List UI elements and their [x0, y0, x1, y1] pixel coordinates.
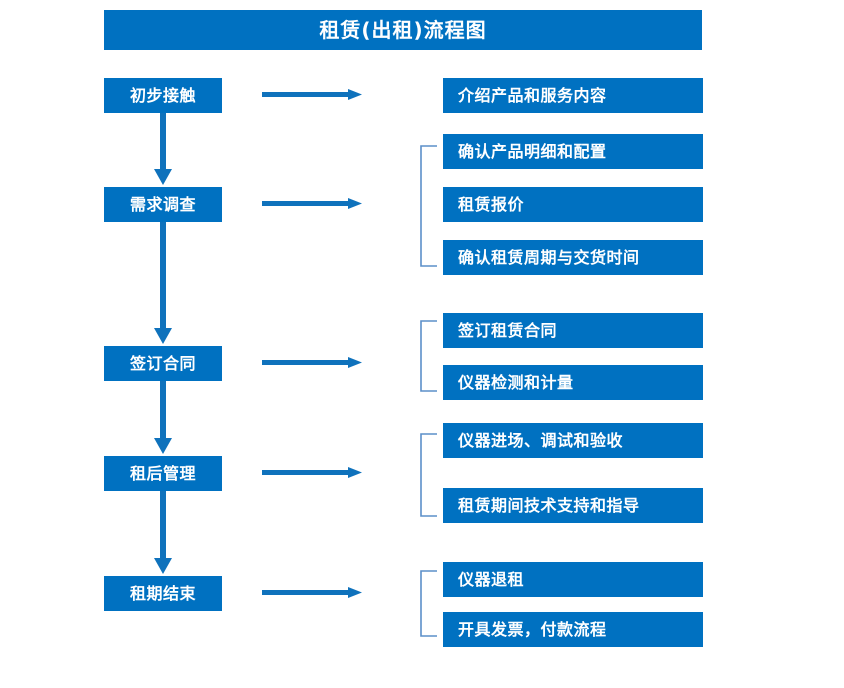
vertical-arrow-stage2-to-stage3	[150, 222, 176, 346]
task-box-sign-lease-contract[interactable]: 签订租赁合同	[443, 313, 703, 348]
task-box-instrument-return[interactable]: 仪器退租	[443, 562, 703, 597]
stage-box-initial-contact[interactable]: 初步接触	[104, 78, 222, 113]
stage-box-needs-survey[interactable]: 需求调查	[104, 187, 222, 222]
group-bracket-sign-contract	[417, 320, 439, 392]
horizontal-arrow-stage4	[262, 464, 362, 482]
task-box-instrument-inspection-metering[interactable]: 仪器检测和计量	[443, 365, 703, 400]
page-title: 租赁(出租)流程图	[104, 10, 702, 50]
task-box-instrument-entry-commissioning-acceptance[interactable]: 仪器进场、调试和验收	[443, 423, 703, 458]
stage-box-lease-end[interactable]: 租期结束	[104, 576, 222, 611]
task-box-introduce-products-services[interactable]: 介绍产品和服务内容	[443, 78, 703, 113]
horizontal-arrow-stage2	[262, 195, 362, 213]
stage-box-sign-contract[interactable]: 签订合同	[104, 346, 222, 381]
group-bracket-post-rental-management	[417, 433, 439, 517]
horizontal-arrow-stage5	[262, 584, 362, 602]
group-bracket-needs-survey	[417, 145, 439, 267]
task-box-confirm-product-details-config[interactable]: 确认产品明细和配置	[443, 134, 703, 169]
stage-box-post-rental-management[interactable]: 租后管理	[104, 456, 222, 491]
task-box-technical-support-during-lease[interactable]: 租赁期间技术支持和指导	[443, 488, 703, 523]
vertical-arrow-stage1-to-stage2	[150, 113, 176, 187]
vertical-arrow-stage3-to-stage4	[150, 381, 176, 456]
horizontal-arrow-stage1	[262, 86, 362, 104]
task-box-invoice-payment-process[interactable]: 开具发票，付款流程	[443, 612, 703, 647]
horizontal-arrow-stage3	[262, 354, 362, 372]
task-box-rental-quotation[interactable]: 租赁报价	[443, 187, 703, 222]
task-box-confirm-lease-period-delivery[interactable]: 确认租赁周期与交货时间	[443, 240, 703, 275]
group-bracket-lease-end	[417, 570, 439, 637]
vertical-arrow-stage4-to-stage5	[150, 491, 176, 576]
